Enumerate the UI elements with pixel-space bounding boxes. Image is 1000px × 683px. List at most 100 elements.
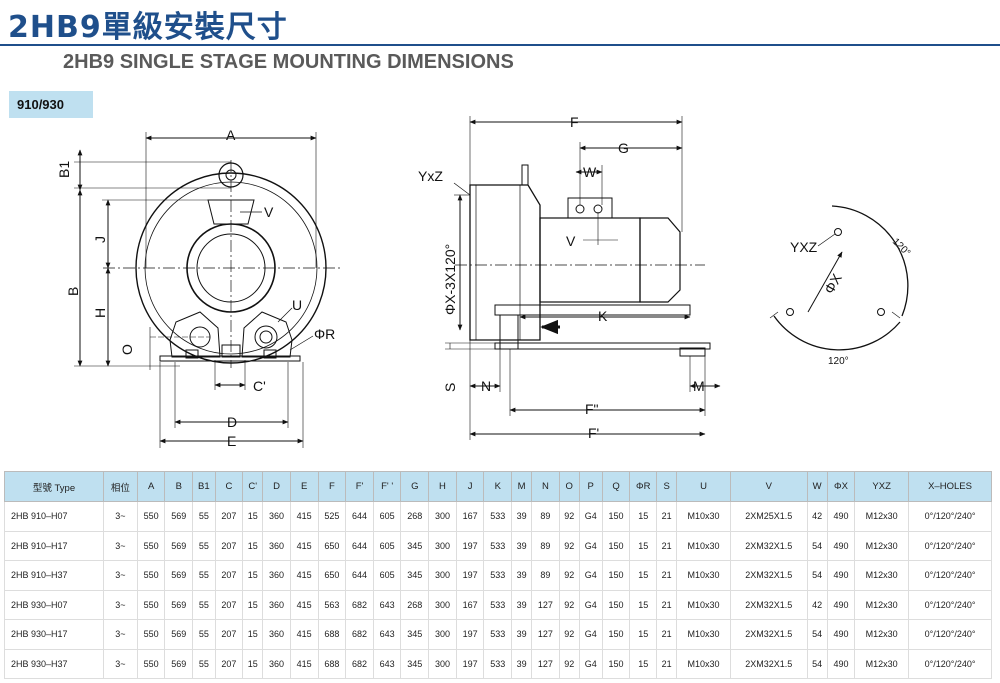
dim-label-phix-holes: ΦX-3X120° xyxy=(442,244,458,315)
table-cell: 682 xyxy=(345,589,374,620)
dim-label-g: G xyxy=(618,140,629,156)
table-cell: 127 xyxy=(531,619,560,650)
table-cell: 345 xyxy=(400,619,430,650)
table-cell: M12x30 xyxy=(854,619,910,650)
flange-angle-top: 120° xyxy=(890,236,912,258)
table-cell: 207 xyxy=(214,619,244,650)
table-cell: 15 xyxy=(629,501,658,532)
dim-label-m: M xyxy=(693,378,705,394)
column-header: O xyxy=(558,471,580,502)
table-cell: 643 xyxy=(372,619,402,650)
table-cell: 533 xyxy=(483,530,513,561)
table-cell: 300 xyxy=(428,560,457,591)
table-cell: 2XM32X1.5 xyxy=(729,530,808,561)
table-cell: 490 xyxy=(826,560,856,591)
table-cell: M12x30 xyxy=(854,501,910,532)
table-cell: M12x30 xyxy=(854,530,910,561)
column-header: H xyxy=(428,471,457,502)
table-cell: 490 xyxy=(826,530,856,561)
table-cell: 3~ xyxy=(103,560,138,591)
model-badge: 910/930 xyxy=(9,91,93,118)
front-view-drawing xyxy=(74,132,340,448)
table-cell: 167 xyxy=(455,589,485,620)
dim-label-c: C' xyxy=(253,378,266,394)
table-cell: 345 xyxy=(400,530,430,561)
table-cell: G4 xyxy=(578,589,603,620)
table-cell: 197 xyxy=(455,560,485,591)
column-header: F' xyxy=(345,471,374,502)
table-cell: 569 xyxy=(164,530,194,561)
column-header: U xyxy=(676,471,731,502)
column-header: K xyxy=(483,471,513,502)
table-cell: 55 xyxy=(192,648,216,679)
column-header: D xyxy=(262,471,291,502)
table-cell: 207 xyxy=(214,501,244,532)
table-cell: 15 xyxy=(242,560,264,591)
dim-label-u: U xyxy=(292,297,302,313)
table-cell: 533 xyxy=(483,501,513,532)
table-cell: 550 xyxy=(136,501,166,532)
page-title-chinese: 2HB9單級安裝尺寸 xyxy=(8,10,288,45)
column-header: S xyxy=(656,471,678,502)
table-cell: 2XM32X1.5 xyxy=(729,619,808,650)
table-cell: 550 xyxy=(136,589,166,620)
table-cell: 533 xyxy=(483,560,513,591)
table-cell: 360 xyxy=(262,619,291,650)
column-header: C xyxy=(214,471,244,502)
table-cell: 2HB 910–H37 xyxy=(3,560,105,591)
column-header: V xyxy=(729,471,808,502)
table-cell: 0°/120°/240° xyxy=(908,501,992,532)
table-cell: 360 xyxy=(262,589,291,620)
table-cell: 360 xyxy=(262,501,291,532)
table-cell: 89 xyxy=(531,530,560,561)
dim-label-f2: F" xyxy=(585,401,599,417)
table-cell: M12x30 xyxy=(854,560,910,591)
table-cell: 15 xyxy=(242,619,264,650)
column-header: A xyxy=(136,471,166,502)
table-cell: M10x30 xyxy=(676,501,731,532)
table-cell: 55 xyxy=(192,619,216,650)
table-cell: 54 xyxy=(806,619,828,650)
mounting-drawings: A B1 B J H O V U ΦR C' D E xyxy=(56,114,912,449)
table-cell: 207 xyxy=(214,589,244,620)
table-cell: 2XM25X1.5 xyxy=(729,501,808,532)
table-cell: 92 xyxy=(558,589,580,620)
table-cell: 15 xyxy=(242,648,264,679)
table-cell: 345 xyxy=(400,648,430,679)
table-cell: 21 xyxy=(656,648,678,679)
table-cell: 300 xyxy=(428,648,457,679)
table-cell: 207 xyxy=(214,530,244,561)
column-header: ΦX xyxy=(826,471,856,502)
column-header: Q xyxy=(601,471,631,502)
table-cell: 54 xyxy=(806,530,828,561)
column-header: ΦR xyxy=(629,471,658,502)
table-cell: 569 xyxy=(164,501,194,532)
table-cell: 89 xyxy=(531,501,560,532)
dim-label-j: J xyxy=(92,236,108,243)
table-cell: 3~ xyxy=(103,619,138,650)
side-view-labels: F G W YxZ V ΦX-3X120° K S N M F" F' xyxy=(418,114,705,441)
table-cell: 569 xyxy=(164,560,194,591)
front-view-labels: A B1 B J H O V U ΦR C' D E xyxy=(56,127,335,449)
table-cell: M12x30 xyxy=(854,589,910,620)
dim-label-yxz: YxZ xyxy=(418,168,443,184)
table-cell: 39 xyxy=(511,530,533,561)
table-cell: 15 xyxy=(242,530,264,561)
dim-label-d: D xyxy=(227,414,237,430)
table-cell: 207 xyxy=(214,560,244,591)
table-cell: 15 xyxy=(629,619,658,650)
table-cell: 688 xyxy=(317,648,347,679)
table-cell: 0°/120°/240° xyxy=(908,648,992,679)
table-cell: 415 xyxy=(289,619,319,650)
table-cell: 0°/120°/240° xyxy=(908,619,992,650)
table-cell: 21 xyxy=(656,589,678,620)
table-cell: 682 xyxy=(345,648,374,679)
table-header-row: 型號 Type 相位 A B B1 C C' D E F F' F' ' G H… xyxy=(3,471,992,502)
table-cell: 127 xyxy=(531,648,560,679)
table-cell: 0°/120°/240° xyxy=(908,589,992,620)
table-cell: 39 xyxy=(511,619,533,650)
table-cell: 643 xyxy=(372,648,402,679)
